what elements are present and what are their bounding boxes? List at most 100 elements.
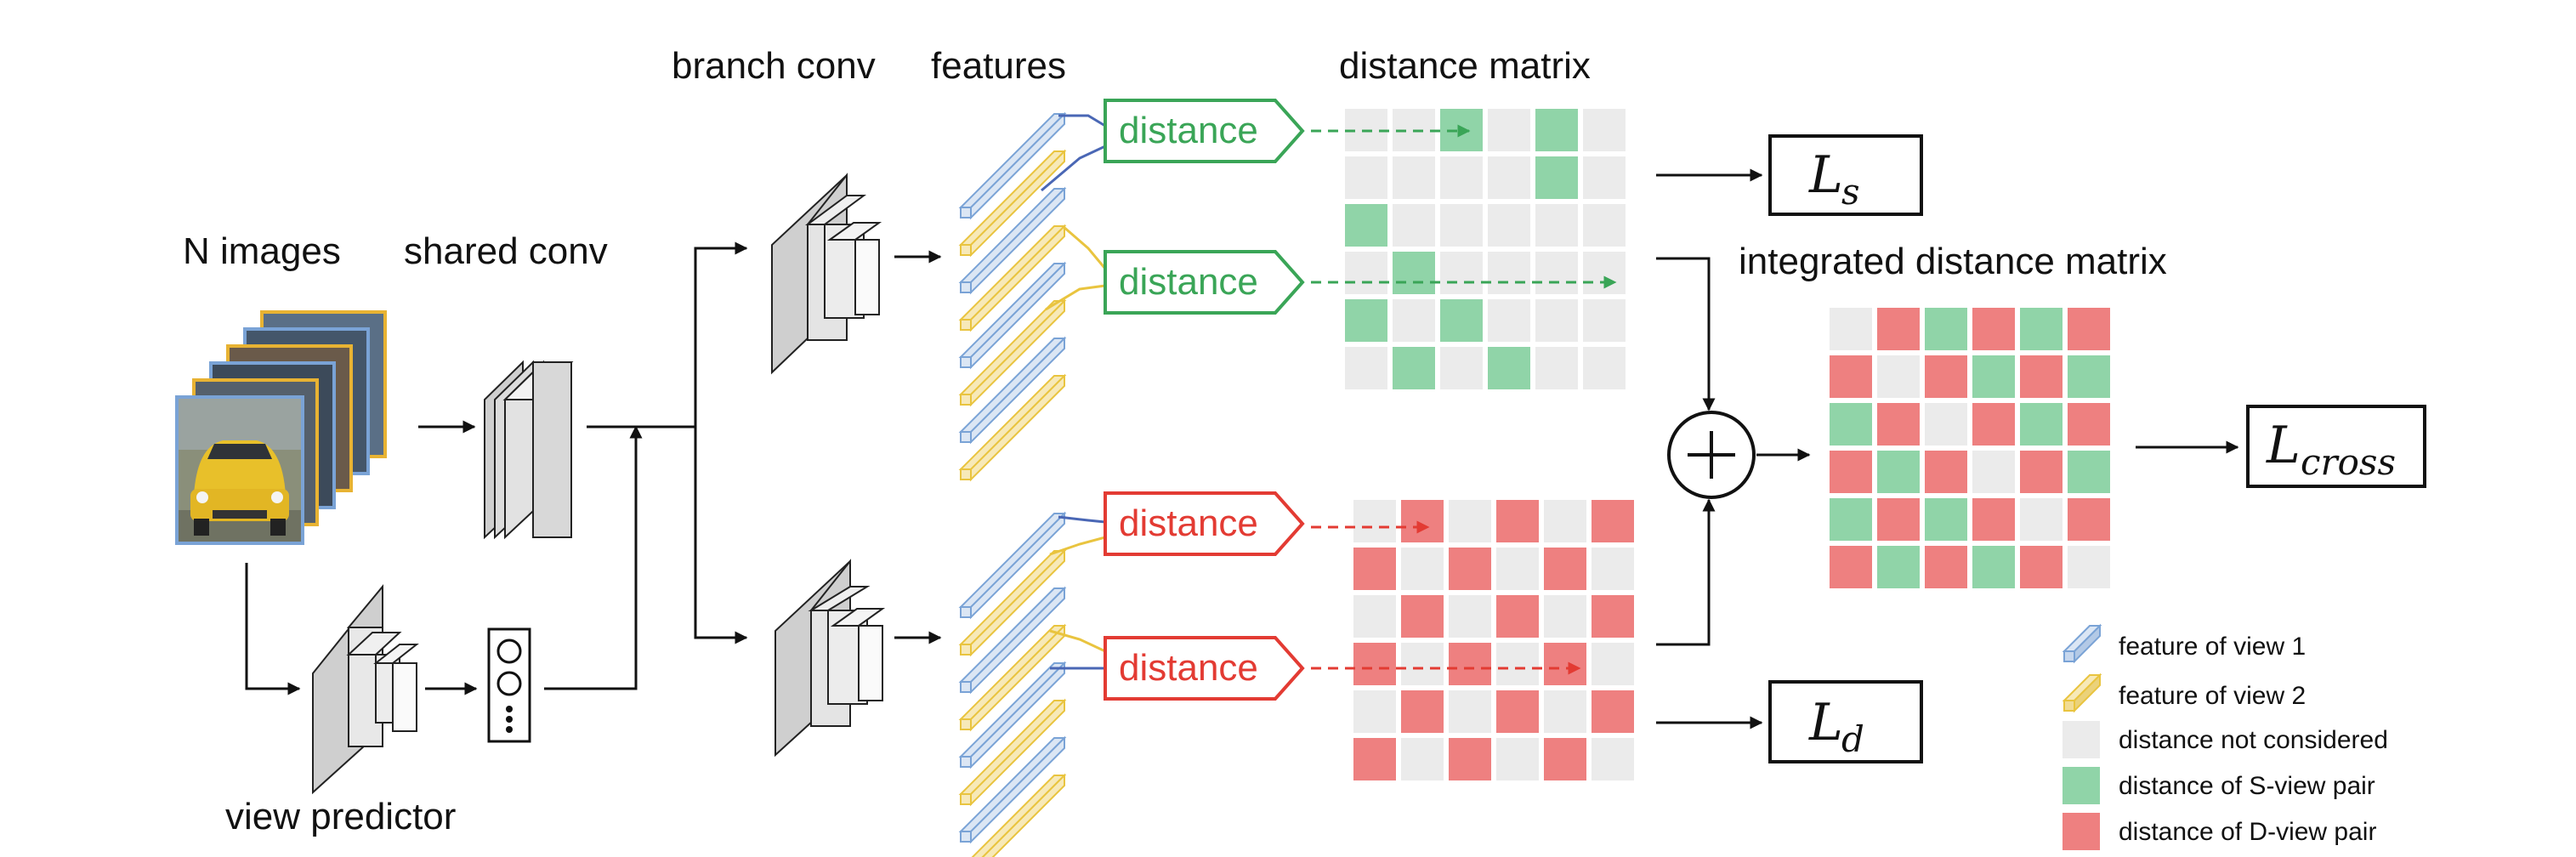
feature-bar-view2 — [958, 149, 1067, 258]
matrix-cell — [1496, 690, 1539, 733]
matrix-cell — [1925, 498, 1967, 541]
feature-view1-icon — [2062, 623, 2102, 664]
matrix-cell — [1877, 451, 1920, 493]
matrix-cell — [1925, 355, 1967, 398]
matrix-cell — [1544, 643, 1586, 685]
matrix-cell — [1449, 690, 1491, 733]
matrix-cell — [1440, 204, 1483, 247]
matrix-cell — [1393, 156, 1435, 199]
matrix-cell — [1488, 204, 1530, 247]
matrix-cell — [1535, 347, 1578, 389]
arrow-to-branch-upper — [694, 241, 748, 427]
matrix-cell — [1972, 498, 2015, 541]
distance-label: distance — [1119, 502, 1258, 544]
matrix-cell — [2068, 451, 2110, 493]
view-predictor-output — [487, 627, 531, 743]
legend-swatch-green — [2063, 767, 2100, 804]
legend-item-s-view: distance of S-view pair — [2063, 767, 2375, 804]
feature-bar-view1 — [958, 586, 1067, 695]
matrix-cell — [1401, 548, 1444, 590]
loss-ls-sub: s — [1841, 171, 1860, 213]
feature-bar-view1 — [958, 261, 1067, 370]
distance-box-d2: distance — [1104, 636, 1305, 701]
matrix-cell — [1496, 595, 1539, 638]
matrix-cell — [1544, 738, 1586, 780]
legend-label: feature of view 1 — [2119, 633, 2306, 661]
matrix-cell — [1972, 451, 2015, 493]
input-images-stack — [175, 310, 387, 545]
loss-lcross-sub: cross — [2301, 441, 2396, 483]
matrix-cell — [1440, 156, 1483, 199]
matrix-cell — [1496, 548, 1539, 590]
matrix-cell — [2020, 451, 2063, 493]
matrix-cell — [2020, 498, 2063, 541]
matrix-cell — [1440, 109, 1483, 151]
matrix-cell — [1544, 548, 1586, 590]
matrix-cell — [1496, 643, 1539, 685]
matrix-cell — [1488, 252, 1530, 294]
feature-bar-view2 — [958, 548, 1067, 657]
feature-view2-icon — [2062, 673, 2102, 713]
matrix-cell — [1592, 500, 1634, 542]
matrix-cell — [1583, 347, 1626, 389]
feature-connectors — [1041, 114, 1107, 670]
feature-bar-view2 — [958, 373, 1067, 482]
matrix-cell — [1535, 252, 1578, 294]
matrix-cell — [1449, 548, 1491, 590]
loss-ld-main: L — [1808, 693, 1843, 752]
feature-bar-view1 — [958, 111, 1067, 220]
features-label: features — [931, 45, 1066, 87]
matrix-cell — [1353, 643, 1396, 685]
feature-bar-view1 — [958, 511, 1067, 620]
matrix-cell — [2020, 546, 2063, 588]
matrix-cell — [1401, 500, 1444, 542]
distance-box-s2: distance — [1104, 250, 1305, 315]
matrix-cell — [1877, 498, 1920, 541]
arrow-d-to-sum — [1656, 498, 1716, 646]
matrix-cell — [1535, 156, 1578, 199]
matrix-cell — [1544, 500, 1586, 542]
n-images-label: N images — [183, 230, 341, 272]
matrix-cell — [1830, 308, 1872, 350]
matrix-cell — [1583, 156, 1626, 199]
matrix-cell — [1393, 204, 1435, 247]
feature-bar-view1 — [958, 336, 1067, 445]
matrix-cell — [1972, 355, 2015, 398]
matrix-cell — [2068, 355, 2110, 398]
matrix-cell — [1583, 109, 1626, 151]
loss-box-ls: L s — [1768, 134, 1923, 216]
matrix-cell — [1353, 690, 1396, 733]
matrix-cell — [1393, 347, 1435, 389]
matrix-cell — [2068, 498, 2110, 541]
car-photo-image — [175, 395, 304, 545]
matrix-cell — [1401, 643, 1444, 685]
matrix-cell — [1972, 403, 2015, 446]
loss-box-ld: L d — [1768, 680, 1923, 763]
feature-bar-view2 — [958, 298, 1067, 407]
dashed-pointers — [1311, 124, 1617, 675]
distance-label: distance — [1119, 647, 1258, 689]
matrix-cell — [1353, 595, 1396, 638]
feature-bar-view1 — [958, 186, 1067, 295]
matrix-cell — [1925, 308, 1967, 350]
matrix-cell — [1972, 308, 2015, 350]
matrix-cell — [1345, 299, 1387, 342]
feature-bars-upper — [958, 111, 1067, 482]
matrix-cell — [1877, 355, 1920, 398]
distance-matrix-label: distance matrix — [1339, 45, 1591, 87]
distance-box-d1: distance — [1104, 491, 1305, 556]
legend-swatch-red — [2063, 813, 2100, 850]
matrix-cell — [1449, 500, 1491, 542]
matrix-cell — [1345, 347, 1387, 389]
matrix-cell — [1592, 548, 1634, 590]
matrix-cell — [1496, 738, 1539, 780]
branch-conv-label: branch conv — [672, 45, 876, 87]
matrix-cell — [1449, 595, 1491, 638]
matrix-cell — [1583, 204, 1626, 247]
matrix-cell — [1401, 690, 1444, 733]
distance-label: distance — [1119, 110, 1258, 151]
matrix-cell — [2020, 355, 2063, 398]
arrow-to-branch-lower — [694, 427, 748, 644]
matrix-cell — [2068, 308, 2110, 350]
loss-box-lcross: L cross — [2246, 405, 2426, 488]
